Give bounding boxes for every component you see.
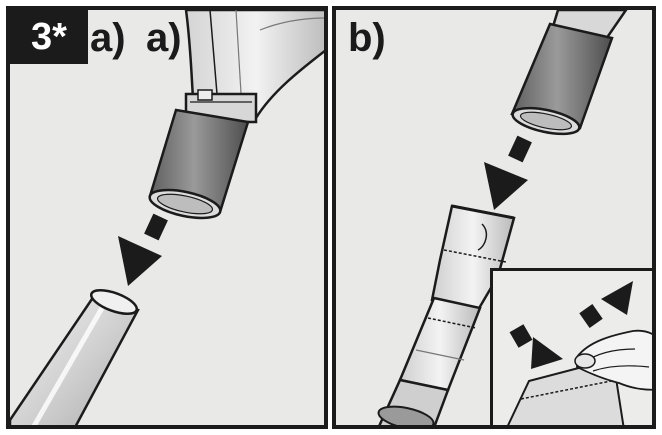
panel-a-label: a) [90, 16, 126, 60]
extension-tube [10, 288, 140, 425]
step-number-badge: 3* [10, 10, 88, 64]
panel-b-drawing [377, 10, 628, 425]
push-arrow-icon [509, 324, 563, 369]
insert-arrow-icon [484, 135, 532, 210]
inset-drawing [507, 281, 652, 425]
panel-a: 3* a) a) [6, 6, 328, 429]
vacuum-handle [184, 10, 324, 124]
detail-inset [490, 268, 652, 425]
panel-b: b) [332, 6, 656, 429]
panel-a-drawing [10, 10, 324, 425]
crevice-nozzle [377, 204, 516, 425]
panel-a-label-repeat: a) [146, 16, 182, 60]
panel-b-label: b) [348, 16, 386, 60]
hose-end [510, 10, 628, 136]
hose-end [148, 108, 250, 220]
insert-arrow-icon [118, 213, 168, 286]
pull-arrow-icon [579, 281, 633, 328]
